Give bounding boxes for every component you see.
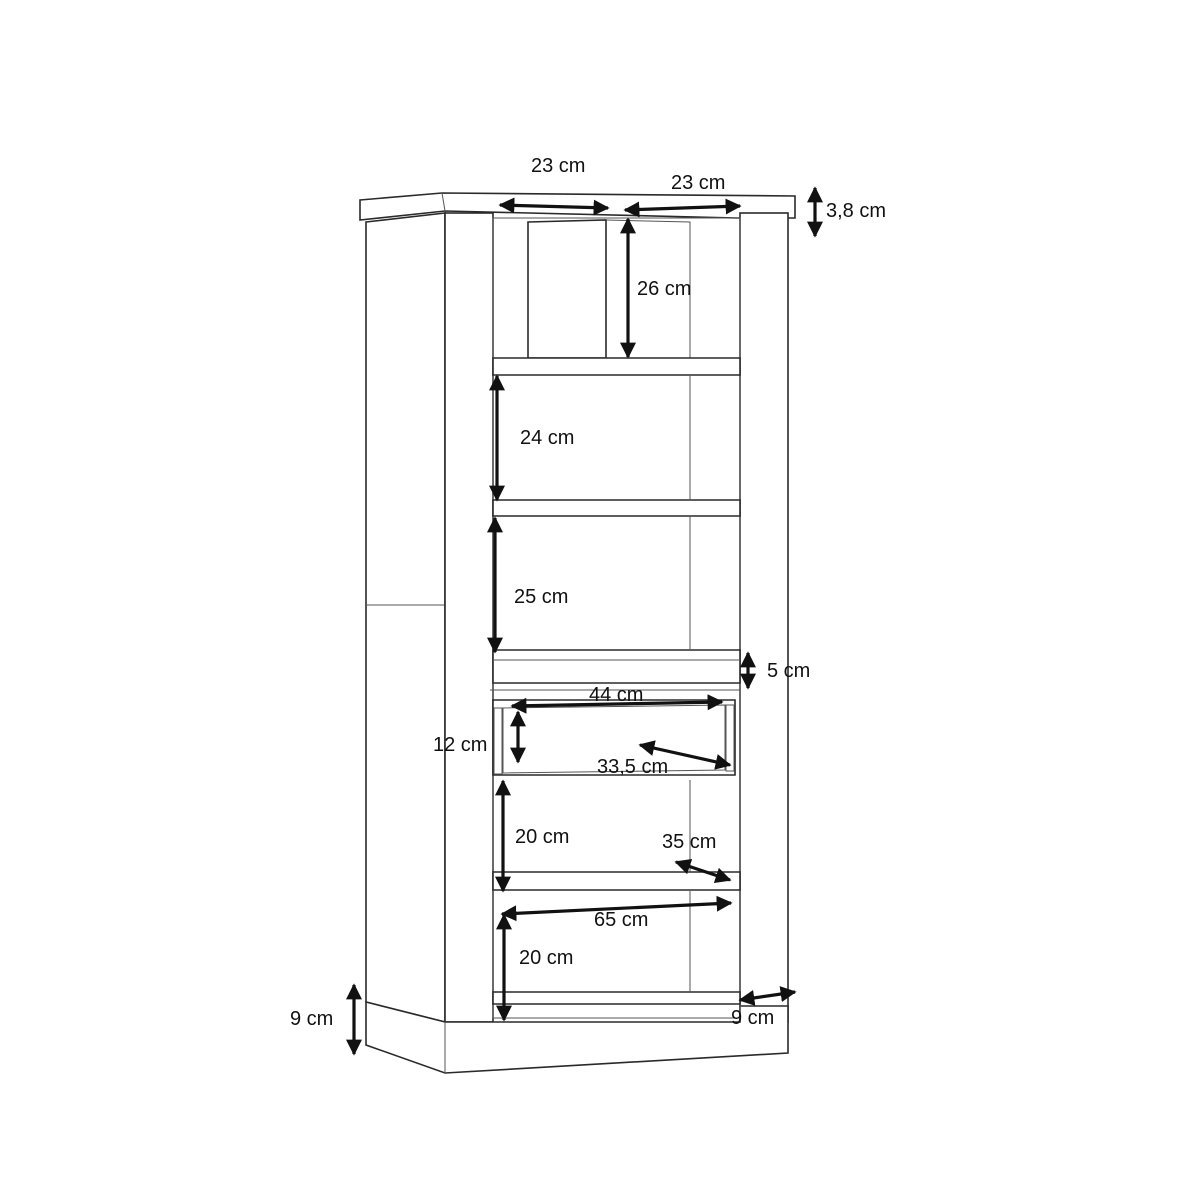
left-side-panel [365,212,446,1024]
shelf-top-height-label: 26 cm [637,278,692,300]
top-width-right-label: 23 cm [671,172,726,194]
shelf-2-height-label: 24 cm [520,427,575,449]
drawer-depth-label: 33,5 cm [597,756,669,778]
front-right-pillar [739,212,789,1023]
shelf-4-height-label: 20 cm [515,826,570,848]
inner-width-label: 65 cm [594,909,649,931]
cabinet-depth-label: 35 cm [662,831,717,853]
dimension-arrows [346,186,823,1056]
drawer-height-label: 12 cm [433,734,488,756]
top-thickness-label: 3,8 cm [826,200,887,222]
front-left-pillar [444,212,494,1023]
rail-height-label: 5 cm [767,660,811,682]
shelf-3-height-label: 25 cm [514,586,569,608]
shelf-bottom-height-label: 20 cm [519,947,574,969]
side-panel-width-label: 9 cm [731,1007,775,1029]
plinth-height-label: 9 cm [290,1008,334,1030]
top-width-left-label: 23 cm [531,155,586,177]
drawer-width-label: 44 cm [589,684,644,706]
plinth [365,1000,789,1074]
